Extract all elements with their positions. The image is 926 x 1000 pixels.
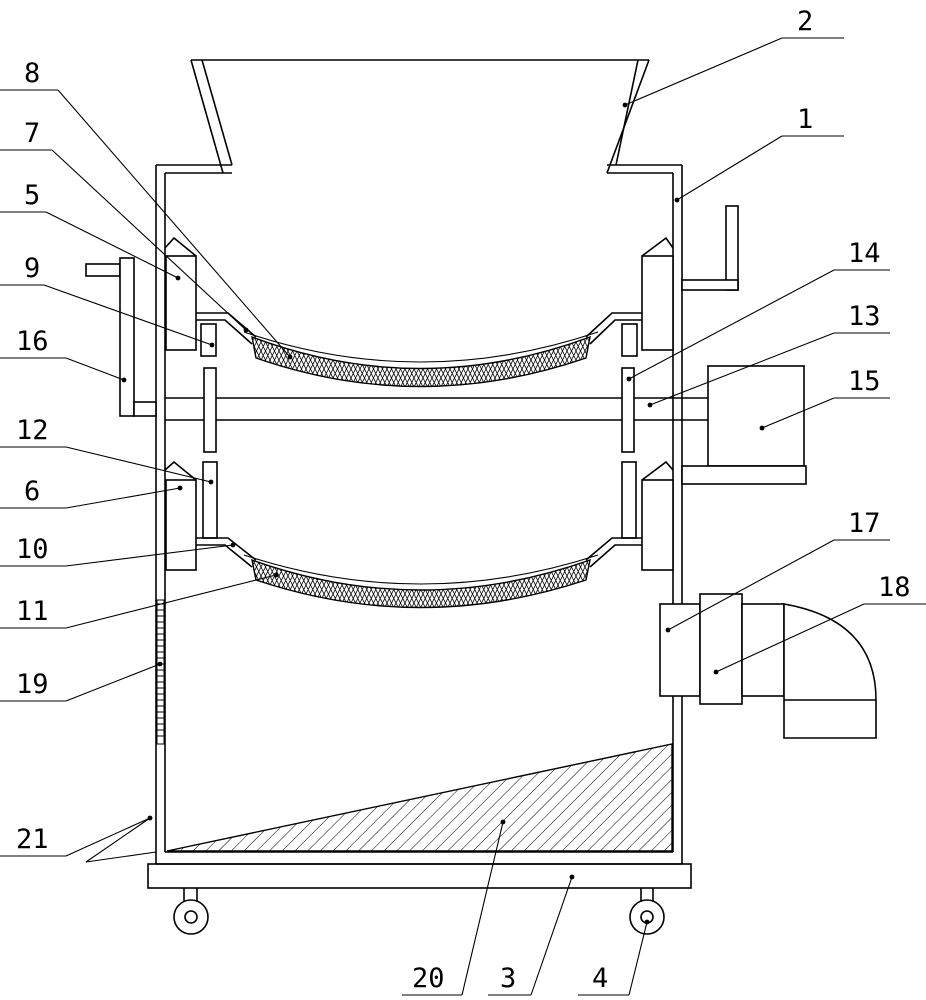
- label-9: 9: [24, 253, 40, 284]
- label-1: 1: [797, 104, 813, 135]
- sloped-bottom-plate: [166, 743, 673, 852]
- label-17: 17: [848, 508, 881, 539]
- label-15: 15: [848, 366, 881, 397]
- drive-shaft: [165, 397, 708, 421]
- left-handle: [85, 257, 157, 417]
- label-20: 20: [412, 963, 445, 994]
- label-19: 19: [16, 669, 49, 700]
- feed-hopper: [190, 59, 650, 174]
- label-7: 7: [24, 118, 40, 149]
- upper-guide-blocks: [164, 236, 674, 351]
- left-wheel: [173, 888, 209, 935]
- motor-bracket: [681, 465, 807, 485]
- right-wheel: [629, 888, 665, 935]
- label-2: 2: [797, 6, 813, 37]
- label-11: 11: [16, 596, 49, 627]
- label-8: 8: [24, 58, 40, 89]
- label-13: 13: [848, 301, 881, 332]
- leader-lines: [0, 37, 926, 996]
- leader-dots: [121, 102, 765, 925]
- left-cam-plate: [203, 367, 217, 453]
- upper-right-slider: [621, 323, 638, 357]
- label-21: 21: [16, 824, 49, 855]
- label-14: 14: [848, 238, 881, 269]
- base-plate: [147, 863, 692, 889]
- upper-left-slider: [200, 323, 217, 357]
- fan-assembly: [659, 593, 877, 739]
- lower-left-slider: [202, 461, 218, 539]
- label-18: 18: [878, 572, 911, 603]
- upper-screen: [196, 312, 642, 388]
- label-6: 6: [24, 476, 40, 507]
- lower-right-slider: [621, 461, 637, 539]
- label-10: 10: [16, 534, 49, 565]
- lower-screen: [196, 537, 642, 609]
- label-12: 12: [16, 415, 49, 446]
- label-4: 4: [592, 963, 608, 994]
- right-cam-plate: [621, 367, 635, 453]
- label-3: 3: [500, 963, 516, 994]
- label-5: 5: [24, 180, 40, 211]
- label-16: 16: [16, 326, 49, 357]
- reference-numerals: 2 1 8 7 5 9 16 12 6 10 11 19 21 14 13 15…: [16, 6, 911, 994]
- lower-guide-blocks: [164, 460, 674, 571]
- observation-window: [156, 599, 165, 745]
- right-handle: [681, 205, 739, 291]
